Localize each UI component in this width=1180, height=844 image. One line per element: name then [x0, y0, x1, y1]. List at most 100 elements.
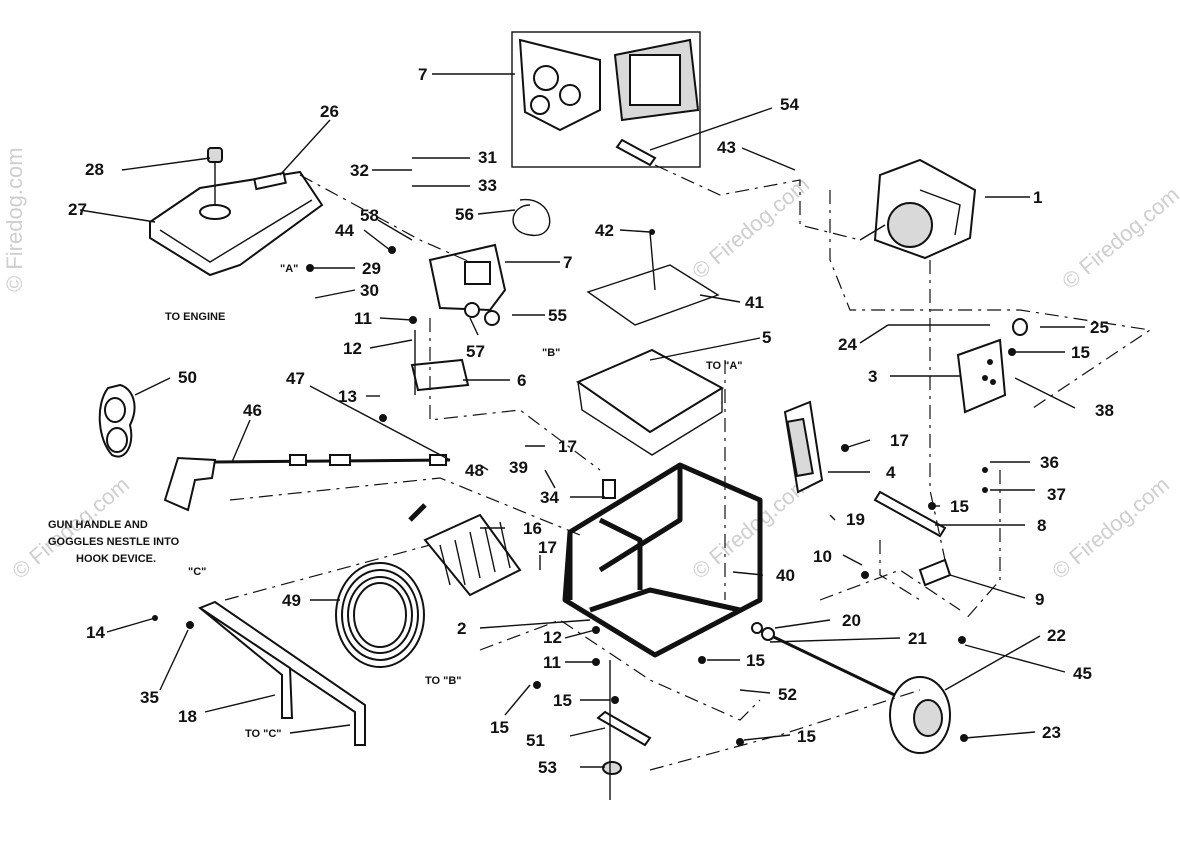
fuel-tank — [149, 147, 324, 277]
note-gun-handle-2: GOGGLES NESTLE INTO — [48, 536, 180, 548]
label-part-52: 52 — [778, 685, 797, 704]
label-part-12-bottom: 12 — [543, 628, 562, 647]
leader-lines — [79, 73, 1085, 800]
wheel — [751, 622, 951, 754]
label-part-17-b: 17 — [890, 431, 909, 450]
label-part-15-d: 15 — [553, 691, 572, 710]
label-part-31: 31 — [478, 148, 497, 167]
label-part-27: 27 — [68, 200, 87, 219]
label-part-46: 46 — [243, 401, 262, 420]
label-part-20: 20 — [842, 611, 861, 630]
label-part-8: 8 — [1037, 516, 1046, 535]
label-part-56: 56 — [455, 205, 474, 224]
label-part-10: 10 — [813, 547, 832, 566]
label-part-40: 40 — [776, 566, 795, 585]
notes: GUN HANDLE AND GOGGLES NESTLE INTO HOOK … — [48, 263, 743, 740]
watermark-right: © Firedog.com — [1057, 182, 1180, 294]
label-part-5: 5 — [762, 328, 771, 347]
label-part-1: 1 — [1033, 188, 1042, 207]
watermark-mid: © Firedog.com — [687, 172, 814, 284]
note-ref-b: "B" — [542, 347, 560, 359]
note-gun-handle-3: HOOK DEVICE. — [76, 553, 156, 565]
label-part-55: 55 — [548, 306, 567, 325]
control-box — [888, 318, 1028, 414]
label-part-24: 24 — [838, 335, 857, 354]
note-ref-a: "A" — [280, 263, 298, 275]
watermark-lower-right: © Firedog.com — [1047, 472, 1174, 584]
label-part-3: 3 — [868, 367, 877, 386]
label-part-39: 39 — [509, 458, 528, 477]
note-ref-c: "C" — [188, 566, 206, 578]
label-part-4: 4 — [886, 463, 896, 482]
watermark-left: © Firedog.com — [2, 147, 27, 292]
label-part-33: 33 — [478, 176, 497, 195]
part-labels: 7 54 26 28 27 32 31 33 43 1 58 44 56 42 … — [68, 65, 1114, 777]
label-part-57: 57 — [466, 342, 485, 361]
hook-device — [408, 503, 522, 597]
note-to-engine: TO ENGINE — [165, 311, 225, 323]
label-part-45: 45 — [1073, 664, 1092, 683]
label-part-47: 47 — [286, 369, 305, 388]
label-part-38: 38 — [1095, 401, 1114, 420]
pump-inset — [511, 31, 701, 168]
label-part-58: 58 — [360, 206, 379, 225]
label-part-25: 25 — [1090, 318, 1109, 337]
label-part-7-mid: 7 — [563, 253, 572, 272]
label-part-44: 44 — [335, 221, 354, 240]
label-part-15-a: 15 — [1071, 343, 1090, 362]
label-part-42: 42 — [595, 221, 614, 240]
label-part-30: 30 — [360, 281, 379, 300]
label-part-16: 16 — [523, 519, 542, 538]
handle — [197, 600, 366, 746]
label-part-32: 32 — [350, 161, 369, 180]
label-part-11-bottom: 11 — [543, 653, 561, 672]
note-to-b: TO "B" — [425, 675, 462, 687]
note-to-c: TO "C" — [245, 728, 282, 740]
label-part-17-c: 17 — [538, 538, 557, 557]
label-part-15-e: 15 — [490, 718, 509, 737]
label-part-15-b: 15 — [950, 497, 969, 516]
label-part-18: 18 — [178, 707, 197, 726]
label-part-17-a: 17 — [558, 437, 577, 456]
main-frame — [562, 462, 763, 658]
label-part-37: 37 — [1047, 485, 1066, 504]
label-part-13: 13 — [338, 387, 357, 406]
label-part-28: 28 — [85, 160, 104, 179]
note-gun-handle-1: GUN HANDLE AND — [48, 519, 148, 531]
pump-bracket — [410, 330, 470, 395]
label-part-9: 9 — [1035, 590, 1044, 609]
label-part-6: 6 — [517, 371, 526, 390]
label-part-12-top: 12 — [343, 339, 362, 358]
label-part-26: 26 — [320, 102, 339, 121]
label-part-23: 23 — [1042, 723, 1061, 742]
label-part-19: 19 — [846, 510, 865, 529]
label-part-36: 36 — [1040, 453, 1059, 472]
label-part-54: 54 — [780, 95, 799, 114]
hardware — [152, 229, 1016, 746]
label-part-51: 51 — [526, 731, 545, 750]
label-part-41: 41 — [745, 293, 764, 312]
label-part-15-c: 15 — [746, 651, 765, 670]
spray-gun — [163, 454, 451, 512]
label-part-11-top: 11 — [354, 309, 372, 328]
foot-bracket — [596, 710, 652, 775]
reference-lines — [224, 164, 1152, 771]
pump-assembly — [428, 199, 551, 326]
watermark-lower-mid: © Firedog.com — [687, 472, 814, 584]
label-part-22: 22 — [1047, 626, 1066, 645]
label-part-14: 14 — [86, 623, 105, 642]
label-part-15-f: 15 — [797, 727, 816, 746]
label-part-35: 35 — [140, 688, 159, 707]
label-part-53: 53 — [538, 758, 557, 777]
label-part-2: 2 — [457, 619, 466, 638]
tray-and-plate — [575, 264, 725, 456]
label-part-43: 43 — [717, 138, 736, 157]
label-part-50: 50 — [178, 368, 197, 387]
label-part-21: 21 — [908, 629, 927, 648]
label-part-48: 48 — [465, 461, 484, 480]
label-part-49: 49 — [282, 591, 301, 610]
label-part-29: 29 — [362, 259, 381, 278]
engine — [859, 158, 977, 260]
safety-goggles — [98, 383, 136, 458]
